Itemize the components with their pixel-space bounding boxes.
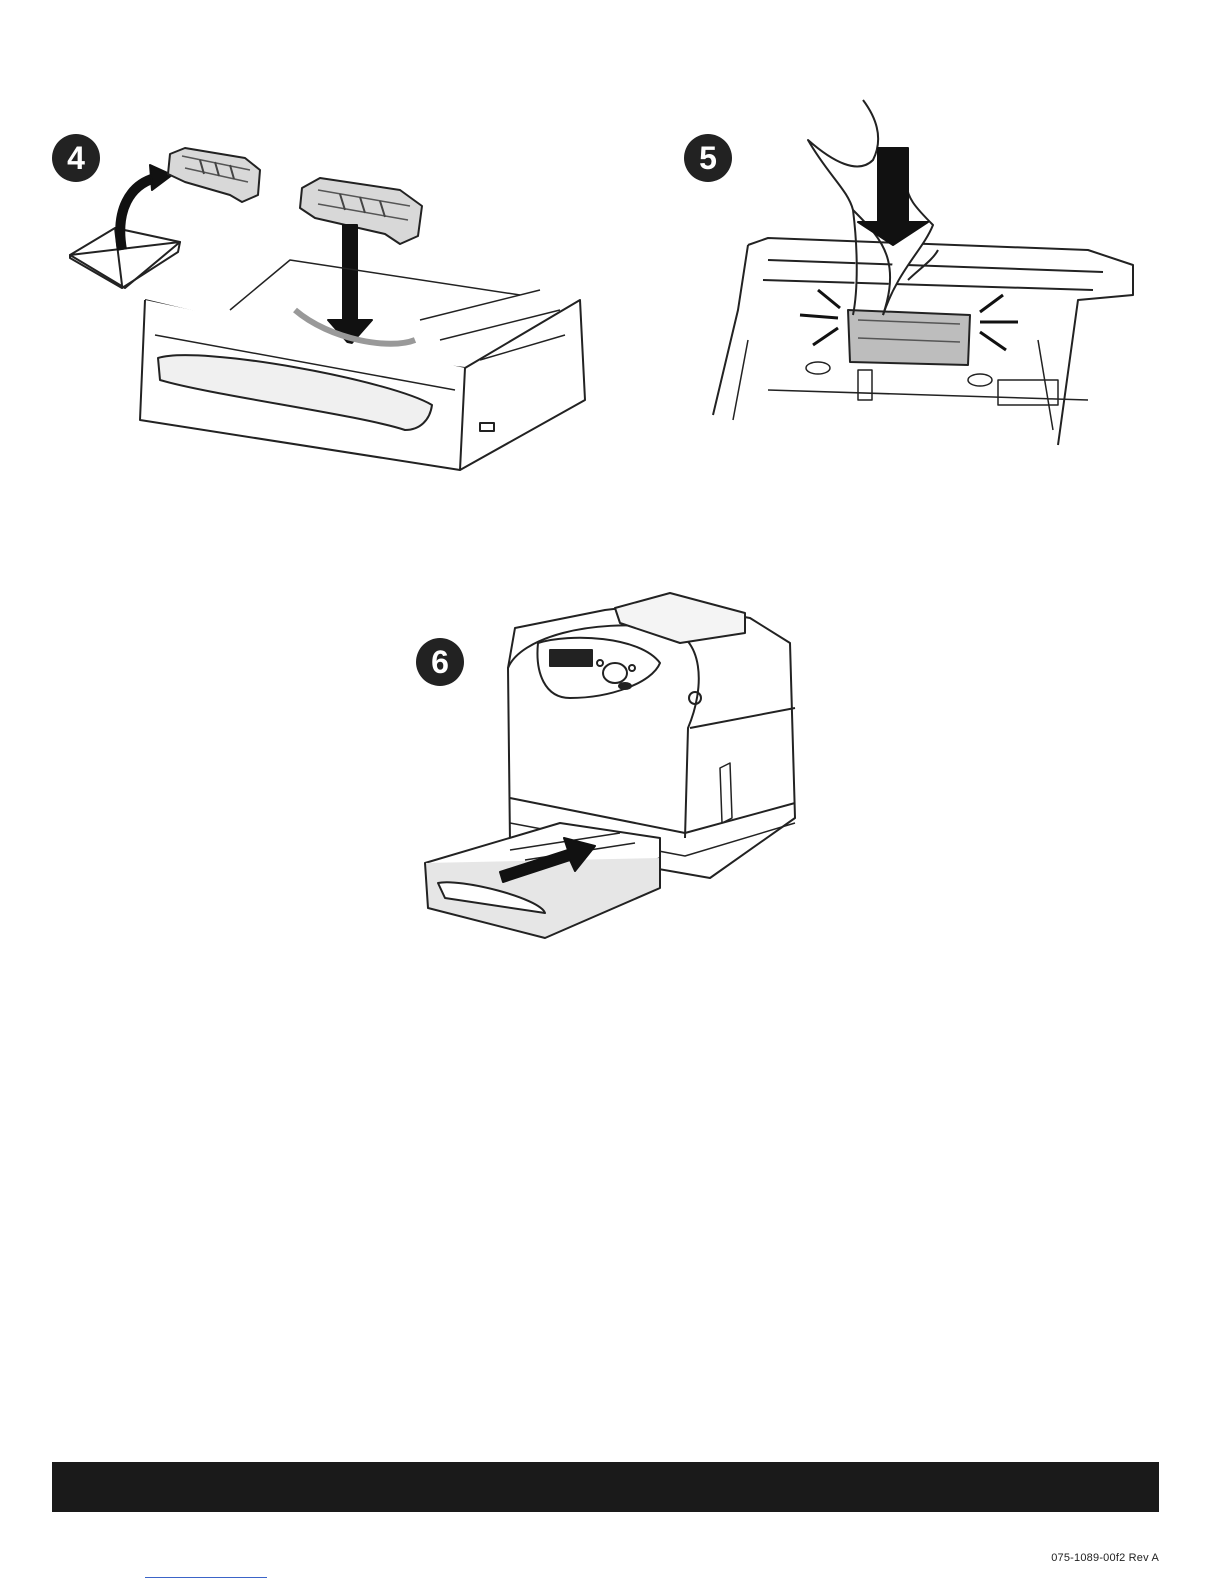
feed-roller-part-icon (848, 310, 970, 365)
step-4-illustration (60, 140, 600, 480)
step-5-illustration (708, 100, 1148, 450)
step-6-illustration (420, 588, 800, 948)
paper-tray-icon (140, 260, 585, 470)
feed-roller-part-icon (168, 148, 260, 202)
down-arrow-icon (328, 225, 372, 345)
footer-link-underline[interactable] (145, 1577, 267, 1578)
document-number: 075-1089-00f2 Rev A (1051, 1552, 1159, 1564)
feed-roller-part-large-icon (300, 178, 422, 244)
footer-bar (52, 1462, 1159, 1512)
paper-tray-icon (425, 823, 660, 938)
